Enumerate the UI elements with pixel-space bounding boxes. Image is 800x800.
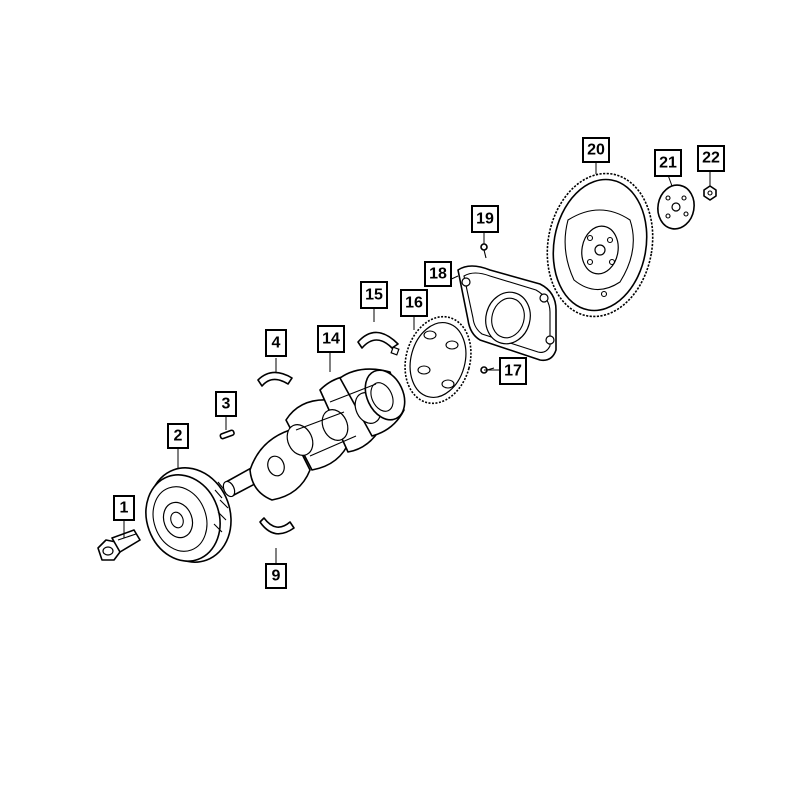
callout-18[interactable]: 18 <box>424 261 452 287</box>
part-2-vibration-damper[interactable] <box>134 456 244 574</box>
callout-4-label: 4 <box>272 335 281 352</box>
callout-16-label: 16 <box>405 295 423 312</box>
part-14-crankshaft[interactable] <box>221 364 412 501</box>
callout-14[interactable]: 14 <box>317 325 345 353</box>
callout-20[interactable]: 20 <box>582 137 610 163</box>
callout-18-label: 18 <box>429 266 447 283</box>
callout-17[interactable]: 17 <box>499 357 527 385</box>
callout-22-label: 22 <box>702 150 720 167</box>
callout-9[interactable]: 9 <box>265 563 287 589</box>
callout-20-label: 20 <box>587 142 605 159</box>
callout-15[interactable]: 15 <box>360 281 388 309</box>
callout-17-label: 17 <box>504 363 522 380</box>
part-15-thrust-bearing[interactable] <box>357 331 400 356</box>
callout-15-label: 15 <box>365 287 383 304</box>
callout-3-label: 3 <box>222 396 231 413</box>
part-9-lower-bearing[interactable] <box>259 517 295 535</box>
callout-16[interactable]: 16 <box>400 289 428 317</box>
callout-22[interactable]: 22 <box>697 145 725 172</box>
callout-3[interactable]: 3 <box>215 391 237 417</box>
callout-19[interactable]: 19 <box>471 205 499 233</box>
callout-4[interactable]: 4 <box>265 329 287 357</box>
part-22-bolt[interactable] <box>703 185 717 201</box>
part-20-flexplate[interactable] <box>536 165 663 325</box>
callout-1[interactable]: 1 <box>113 495 135 521</box>
callout-21-label: 21 <box>659 155 677 172</box>
part-21-reinforcement-plate[interactable] <box>654 182 697 232</box>
callout-1-label: 1 <box>120 500 129 517</box>
callout-2-label: 2 <box>174 428 183 445</box>
callout-19-label: 19 <box>476 211 494 228</box>
callout-9-label: 9 <box>272 568 281 585</box>
part-16-tone-wheel[interactable] <box>396 309 481 411</box>
callout-21[interactable]: 21 <box>654 149 682 177</box>
part-4-upper-bearing[interactable] <box>257 371 293 387</box>
callout-2[interactable]: 2 <box>167 423 189 449</box>
part-3-key[interactable] <box>219 429 235 440</box>
part-18-seal-retainer[interactable] <box>457 265 557 362</box>
part-1-damper-bolt[interactable] <box>97 529 141 561</box>
part-19-screw[interactable] <box>480 243 488 259</box>
callout-14-label: 14 <box>322 331 340 348</box>
